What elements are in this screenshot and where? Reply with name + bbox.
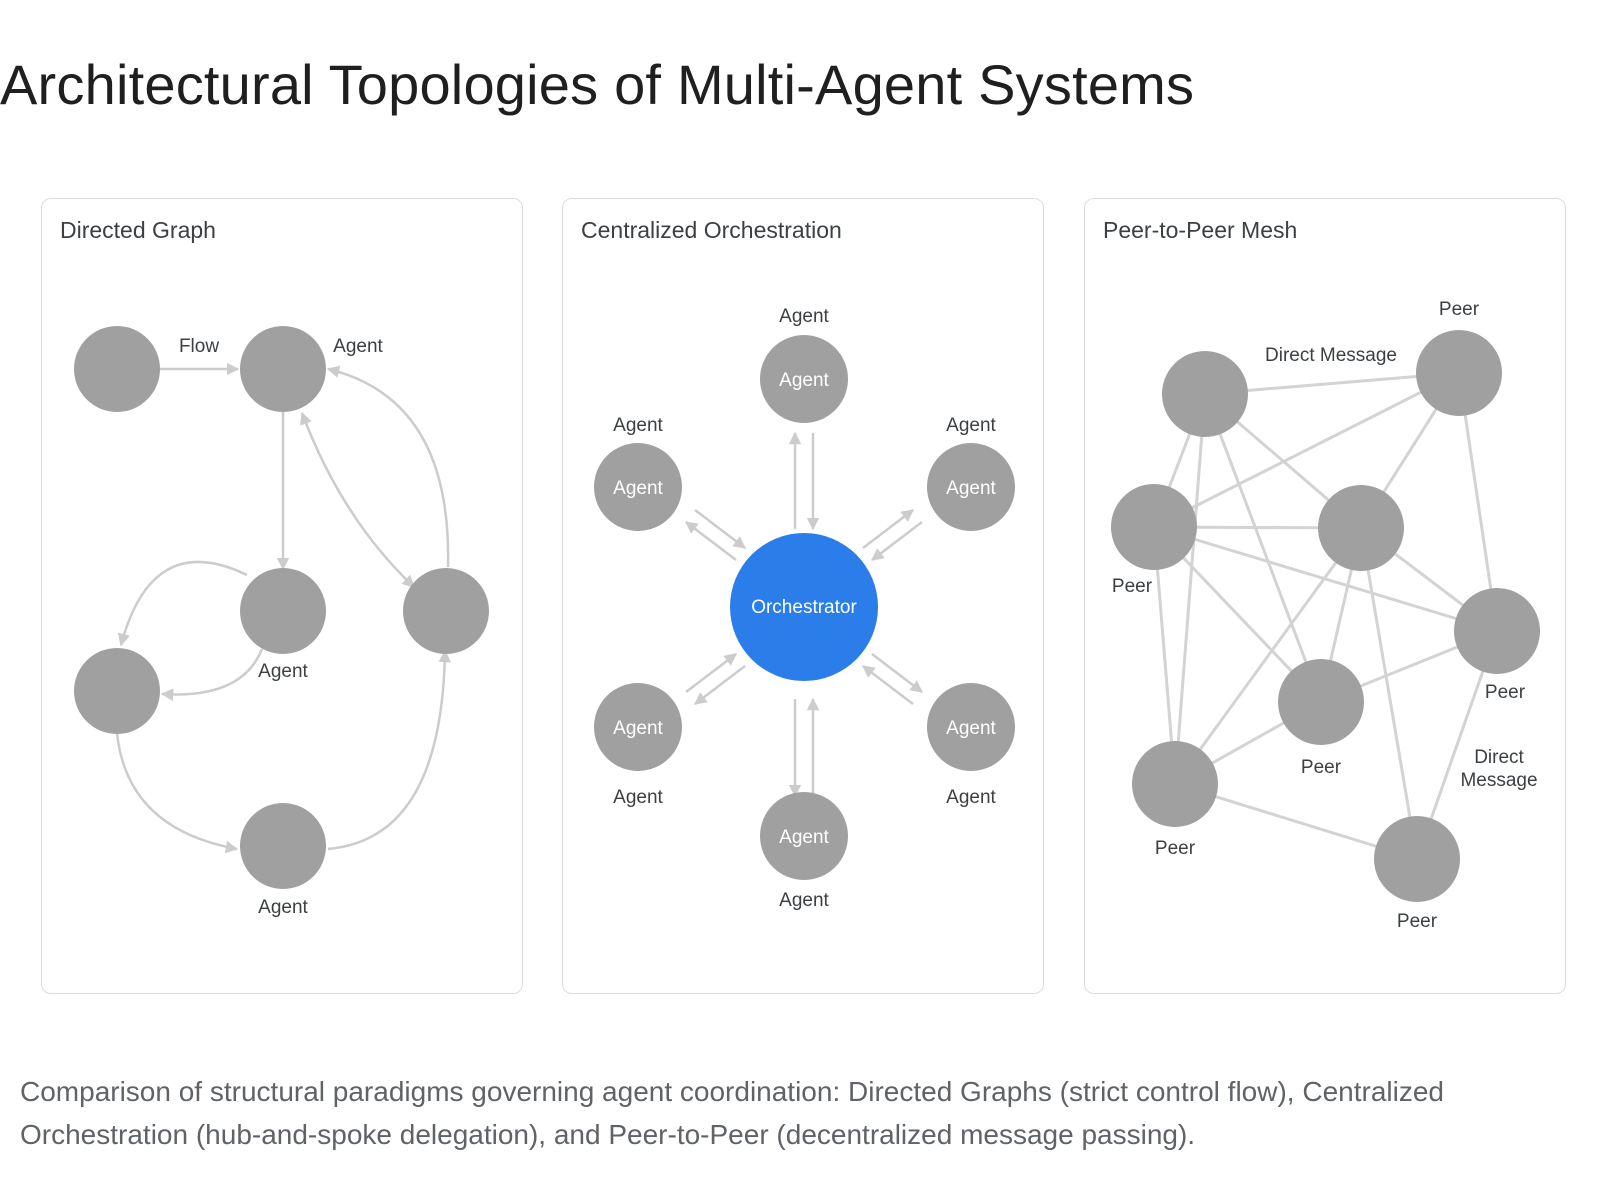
label-agent-bottom: Agent [258,897,308,918]
agent-inner-label-upper-left: Agent [613,478,663,499]
direct-message-label-top: Direct Message [1265,345,1397,366]
node-agent-top [240,326,326,412]
label-agent-middle: Agent [258,661,308,682]
mesh-edge [1173,393,1207,785]
mesh-edge [1153,371,1460,529]
spoke-ul-out [685,521,737,561]
peer-label: Peer [1112,576,1153,597]
peer-node [1416,330,1502,416]
peer-label: Peer [1485,682,1526,703]
mesh-edge [1359,527,1419,860]
peer-node [1318,485,1404,571]
spoke-ll-out [694,665,746,705]
direct-message-label-right-2: Message [1460,770,1537,791]
agent-inner-label-lower-right: Agent [946,718,996,739]
spoke-ll-in [685,653,737,693]
peer-label: Peer [1439,299,1480,320]
peer-label: Peer [1397,911,1438,932]
node-left [74,648,160,734]
peer-node [1454,588,1540,674]
mesh-diagram: Peer Peer Peer Peer Peer Peer Direct Mes… [1111,299,1540,932]
node-agent-bottom [760,792,848,880]
spoke-ur-in [871,521,923,561]
page-title: Architectural Topologies of Multi-Agent … [0,53,1195,116]
agent-outer-label-lower-left: Agent [613,787,663,808]
peer-node [1132,741,1218,827]
spoke-lr-out [871,653,923,693]
mesh-edge [1173,527,1363,785]
panel-title-centralized: Centralized Orchestration [581,217,842,243]
agent-inner-label-bottom: Agent [779,827,829,848]
node-orchestrator [730,533,878,681]
agent-outer-label-bottom: Agent [779,890,829,911]
peer-node [1278,659,1364,745]
agent-outer-label-upper-right: Agent [946,415,996,436]
edge-mid-to-left-lower [160,648,264,701]
node-source [74,326,160,412]
edge-top-right-bidirectional [300,411,415,588]
edge-mid-to-left-upper [117,560,248,647]
peer-node [1162,351,1248,437]
node-agent-upper-left [594,443,682,531]
spoke-ul-in [694,509,746,549]
mesh-edge [1203,393,1323,703]
agent-outer-label-top: Agent [779,306,829,327]
panel-centralized-orchestration: Centralized Orchestration Orchestrator A… [562,198,1044,994]
agent-inner-label-lower-left: Agent [613,718,663,739]
spoke-ur-out [862,509,914,549]
spoke-lr-in [862,665,914,705]
mesh-edge [1457,372,1499,632]
peer-node [1111,484,1197,570]
edge-bottom-to-right [327,649,452,851]
node-agent-middle [240,568,326,654]
edge-right-to-top [326,365,450,568]
node-agent-lower-right [927,683,1015,771]
node-right [403,568,489,654]
panel-title-mesh: Peer-to-Peer Mesh [1103,217,1298,243]
orchestrator-label: Orchestrator [751,597,857,618]
direct-message-label-right-1: Direct [1474,747,1524,768]
agent-outer-label-upper-left: Agent [613,415,663,436]
agent-outer-label-lower-right: Agent [946,787,996,808]
label-flow: Flow [179,336,219,357]
panel-title-directed-graph: Directed Graph [60,217,216,243]
panel-peer-to-peer-mesh: Peer-to-Peer Mesh Peer Peer Pe [1084,198,1566,994]
label-agent-top: Agent [333,336,383,357]
peer-node [1374,816,1460,902]
edge-left-to-bottom [115,732,239,854]
centralized-diagram: Orchestrator Agent Agent Agent Agent Age… [594,306,1015,911]
node-agent-top [760,335,848,423]
figure-caption: Comparison of structural paradigms gover… [20,1076,1444,1150]
agent-inner-label-top: Agent [779,370,829,391]
node-agent-upper-right [927,443,1015,531]
agent-inner-label-upper-right: Agent [946,478,996,499]
panel-directed-graph: Directed Graph Flow Agent Agent Agent [41,198,523,994]
peer-label: Peer [1301,757,1342,778]
node-agent-lower-left [594,683,682,771]
node-agent-bottom [240,803,326,889]
peer-label: Peer [1155,838,1196,859]
directed-graph-diagram: Flow Agent Agent Agent [74,326,489,918]
